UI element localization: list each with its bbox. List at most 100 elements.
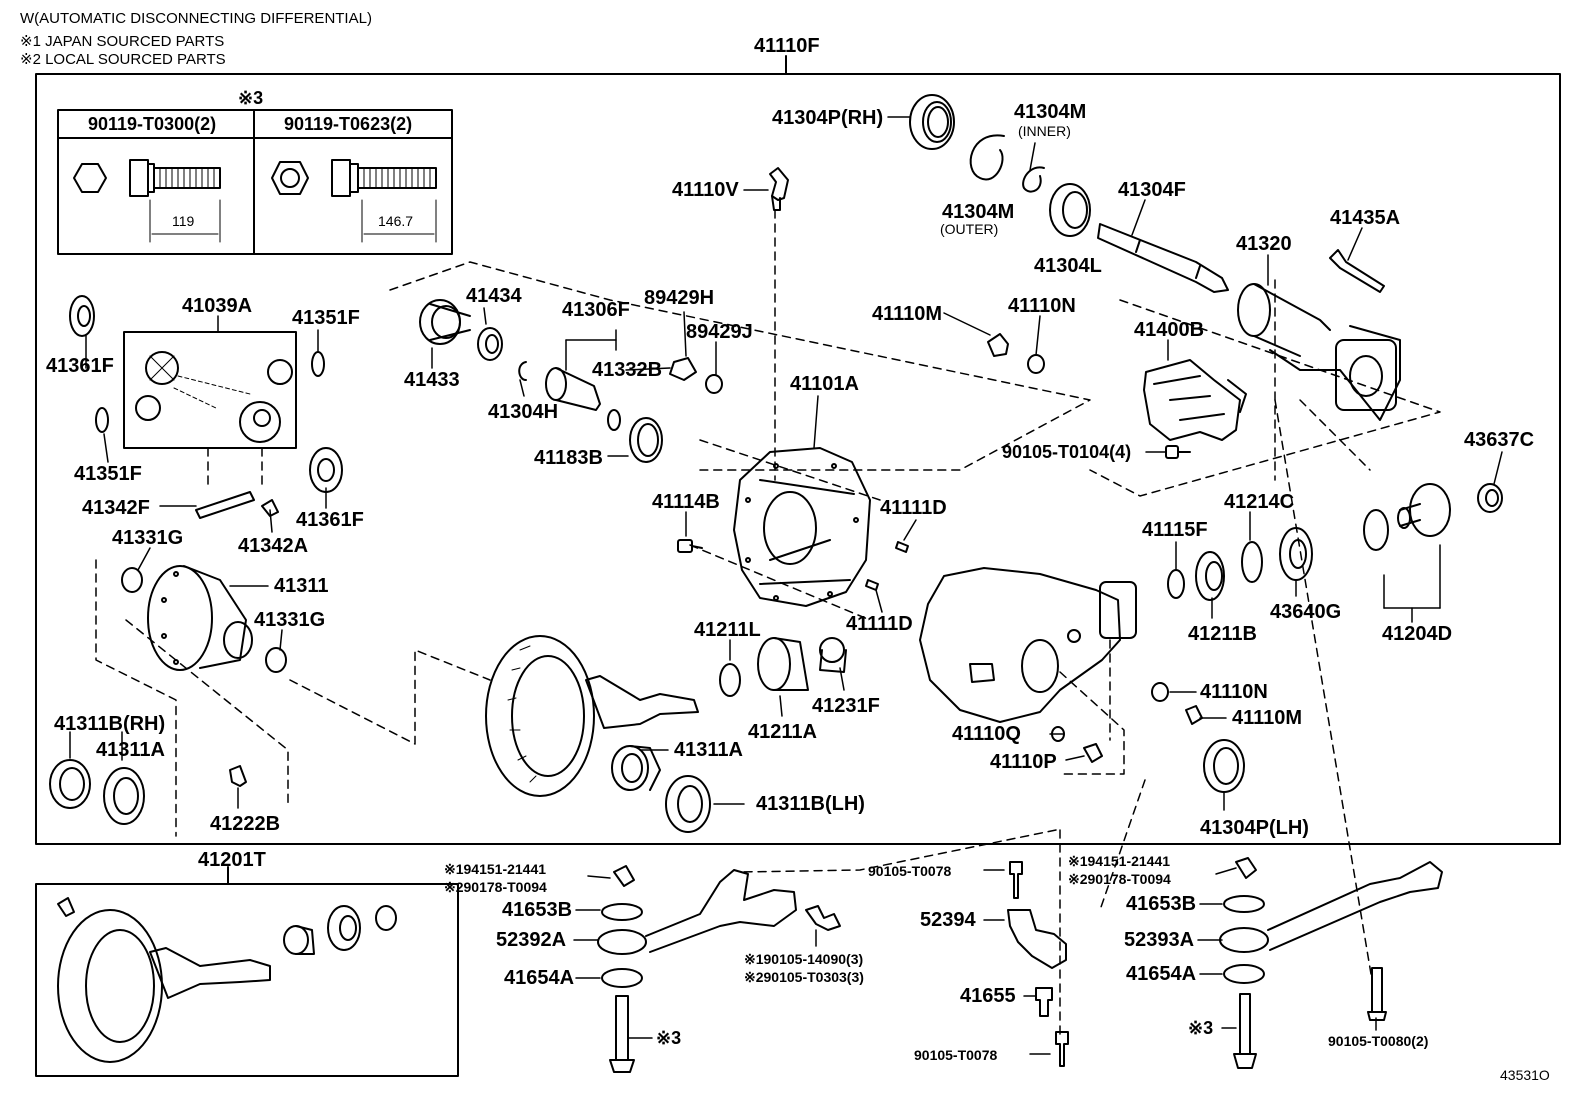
bearing-41211A-icon: [757, 637, 809, 691]
hex-head-icon: [271, 161, 309, 195]
tube-41320-icon: [1237, 283, 1401, 421]
oil-seal-41304P-LH-icon: [1203, 739, 1245, 793]
label-41304M-outer: 41304M: [942, 201, 1014, 223]
label-41304F: 41304F: [1118, 179, 1186, 201]
label-41320: 41320: [1236, 233, 1292, 255]
bolt-41435A-icon: [1329, 249, 1385, 293]
bearing-41311A-mid-icon: [611, 745, 661, 791]
mount-52392A-icon: [597, 865, 797, 1073]
diagram-code: 43531O: [1500, 1067, 1550, 1083]
mount-52393A-icon: [1219, 857, 1443, 1069]
label-41214C: 41214C: [1224, 491, 1294, 513]
flange-41204D-icon: [1363, 483, 1451, 551]
header-line-1: W(AUTOMATIC DISCONNECTING DIFFERENTIAL): [20, 10, 372, 27]
bolt-41114B-icon: [677, 539, 703, 553]
bearing-41433-icon: [419, 299, 471, 345]
assembly-frame: [35, 55, 1561, 845]
label-41306F: 41306F: [562, 299, 630, 321]
label-41304M-inner: 41304M: [1014, 101, 1086, 123]
label-41110M-top: 41110M: [872, 303, 942, 325]
label-90105-T0080: 90105-T0080(2): [1328, 1033, 1428, 1049]
plug-41110M-bot-icon: [1185, 705, 1203, 725]
label-90105-T0104: 90105-T0104(4): [1002, 442, 1131, 462]
label-41311A-mid: 41311A: [674, 739, 743, 761]
label-41110Q: 41110Q: [952, 723, 1021, 745]
label-41655: 41655: [960, 985, 1016, 1007]
washer-41351F-bot-icon: [95, 407, 109, 433]
bearing-41331G-top-icon: [121, 567, 143, 593]
label-41435A: 41435A: [1330, 207, 1400, 229]
bolt-90105-T0104-icon: [1165, 445, 1191, 459]
pin-41342A-icon: [261, 499, 279, 517]
label-41311: 41311: [274, 575, 329, 597]
label-nut-right-2: ※290178-T0094: [1068, 871, 1171, 887]
seal-43640G-icon: [1279, 527, 1313, 581]
washer-41110N-bot-icon: [1151, 682, 1169, 702]
label-note3-left: ※3: [656, 1028, 681, 1048]
bolt-spec-table: [57, 109, 453, 255]
header-line-3: ※2 LOCAL SOURCED PARTS: [20, 51, 226, 68]
bolt-41222B-icon: [229, 765, 247, 787]
label-41654A-left: 41654A: [504, 967, 574, 989]
label-41304H: 41304H: [488, 401, 558, 423]
snap-ring-outer-icon: [969, 134, 1005, 181]
label-41110P: 41110P: [990, 751, 1057, 773]
shim-41214C-icon: [1241, 541, 1263, 583]
bolt-table-col2-dim: 146.7: [378, 213, 413, 229]
label-bolt-mid-1: ※190105-14090(3): [744, 951, 863, 967]
pin-41111D-bot-icon: [865, 579, 879, 591]
housing-41101A-icon: [733, 447, 871, 607]
label-52392A: 52392A: [496, 929, 566, 951]
label-nut-left-2: ※290178-T0094: [444, 879, 547, 895]
label-41110M-bot: 41110M: [1232, 707, 1302, 729]
plug-41110P-icon: [1083, 743, 1103, 763]
label-41222B: 41222B: [210, 813, 280, 835]
label-41351F-top: 41351F: [292, 307, 360, 329]
label-41110V: 41110V: [672, 179, 739, 201]
label-41304P-RH: 41304P(RH): [772, 107, 883, 129]
label-89429H: 89429H: [644, 287, 714, 309]
label-41114B: 41114B: [652, 491, 720, 513]
seal-41304P-RH-icon: [909, 94, 955, 150]
label-41115F: 41115F: [1142, 519, 1208, 541]
label-assembly-main: 41110F: [754, 35, 820, 57]
label-90105-T0078-top: 90105-T0078: [868, 863, 952, 879]
label-41311B-RH: 41311B(RH): [54, 713, 165, 735]
label-41111D-bot: 41111D: [846, 613, 913, 635]
label-nut-left-1: ※194151-21441: [444, 861, 546, 877]
bolt-table-col1-title: 90119-T0300(2): [88, 114, 216, 134]
label-41433: 41433: [404, 369, 460, 391]
label-52393A: 52393A: [1124, 929, 1194, 951]
shaft-41306F-icon: [545, 367, 601, 411]
spacer-41231F-icon: [819, 637, 847, 673]
label-41342F: 41342F: [82, 497, 150, 519]
spacer-41211L-icon: [719, 663, 741, 697]
label-41211A: 41211A: [748, 721, 817, 743]
carrier-housing-icon: [919, 567, 1137, 723]
bolt-table-col1-dim: 119: [172, 213, 195, 229]
diff-gear-kit-41039A-icon: [123, 331, 297, 449]
hex-head-icon: [73, 163, 107, 193]
label-90105-T0078-bot: 90105-T0078: [914, 1047, 998, 1063]
label-41304P-LH: 41304P(LH): [1200, 817, 1309, 839]
label-41361F-top: 41361F: [46, 355, 114, 377]
label-41211L: 41211L: [694, 619, 761, 641]
label-41110N-top: 41110N: [1008, 295, 1076, 317]
shim-41311B-LH-icon: [665, 775, 711, 833]
vent-41110V-icon: [769, 167, 789, 211]
pin-41111D-top-icon: [895, 541, 909, 553]
bearing-41311A-left-icon: [103, 767, 145, 825]
plug-43637C-icon: [1477, 483, 1503, 513]
label-41400B: 41400B: [1134, 319, 1204, 341]
ring-41332B-icon: [607, 409, 621, 431]
label-41231F: 41231F: [812, 695, 880, 717]
label-41101A: 41101A: [790, 373, 859, 395]
washer-41361F-top-icon: [69, 295, 95, 337]
bearing-41434-icon: [477, 327, 503, 361]
bolt-90105-T0078-bot-icon: [1055, 1031, 1069, 1067]
label-41351F-bot: 41351F: [74, 463, 142, 485]
label-41110N-bot: 41110N: [1200, 681, 1268, 703]
label-41653B-left: 41653B: [502, 899, 572, 921]
label-41331G-top: 41331G: [112, 527, 183, 549]
